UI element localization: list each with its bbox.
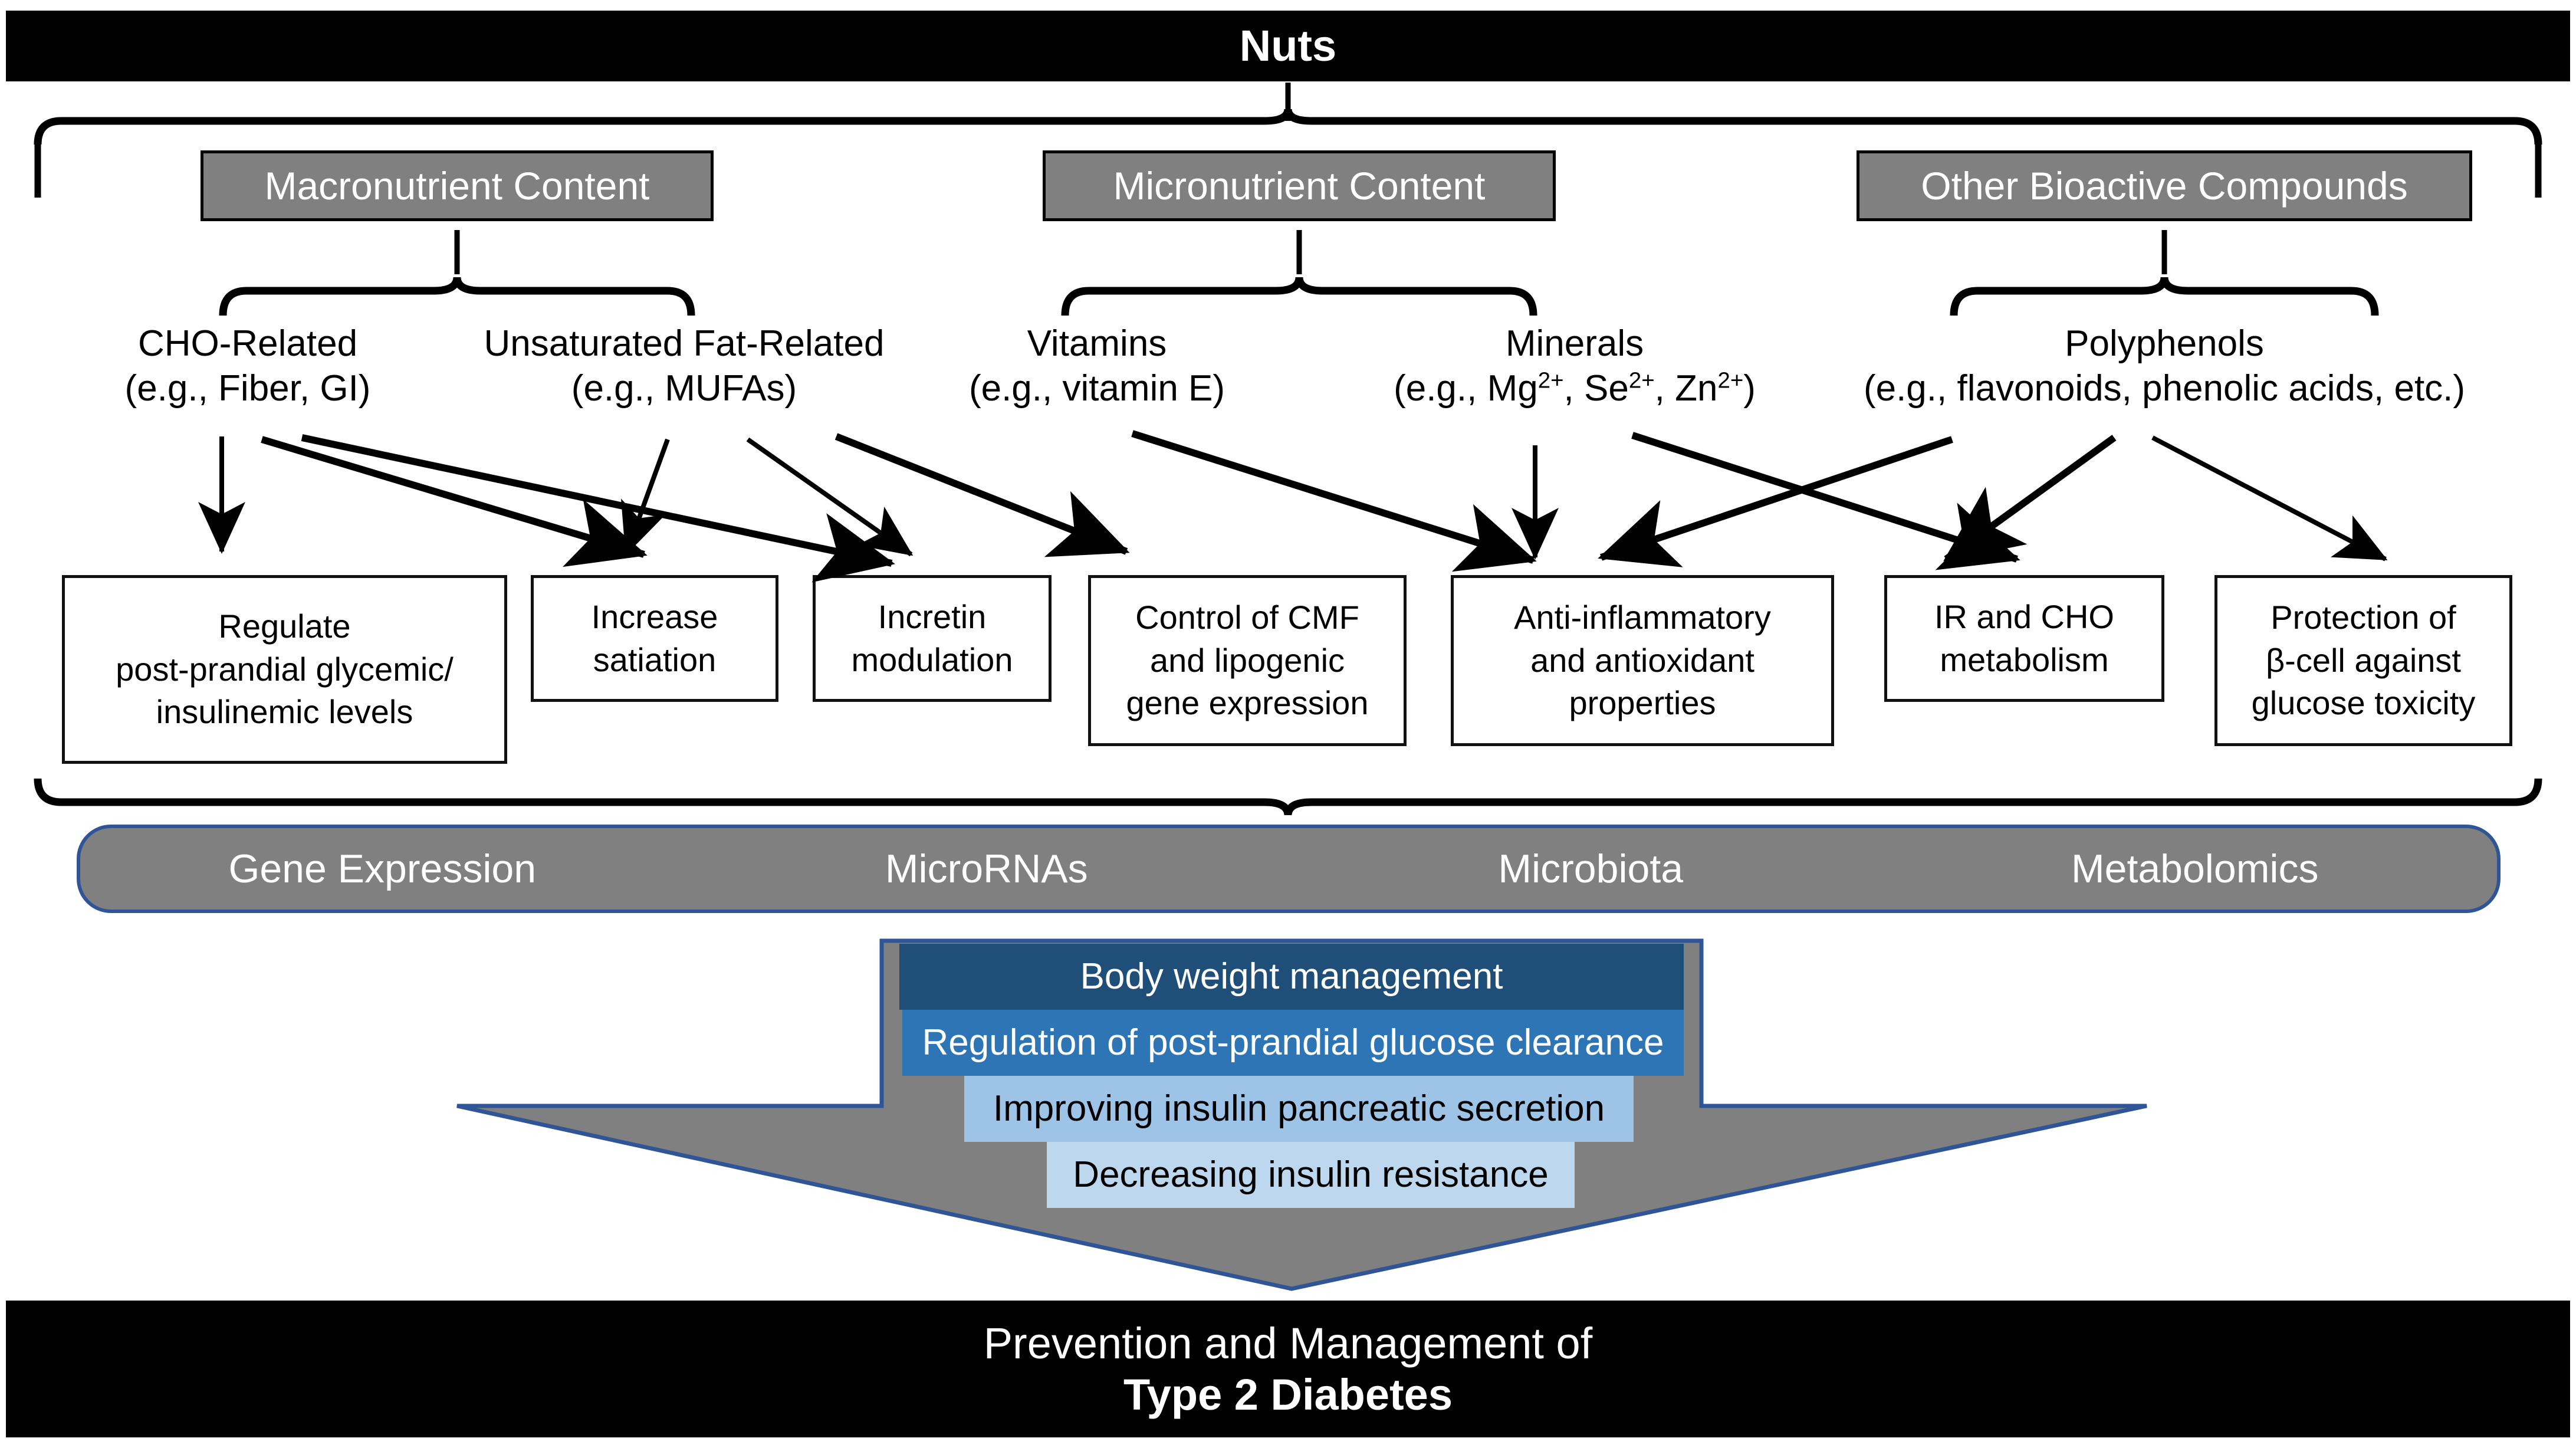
subcategory-cho: CHO-Related (e.g., Fiber, GI) bbox=[41, 321, 454, 411]
arrow-unsatfat-to-cmf bbox=[834, 433, 1130, 557]
brace-bioactive bbox=[1950, 277, 2379, 316]
subcategory-polyphenols-line2: (e.g., flavonoids, phenolic acids, etc.) bbox=[1863, 367, 2466, 409]
omics-item-metabolomics[interactable]: Metabolomics bbox=[1893, 846, 2498, 892]
arrow-cho-to-satiation bbox=[261, 436, 648, 567]
outcome-banner-line1: Prevention and Management of bbox=[983, 1318, 1593, 1368]
subcategory-polyphenols-line1: Polyphenols bbox=[2065, 323, 2264, 364]
arrow-polyphenols-to-betacell bbox=[2151, 435, 2388, 562]
omics-item-gene-expression-label: Gene Expression bbox=[228, 846, 537, 891]
title-banner-label: Nuts bbox=[1239, 21, 1337, 71]
title-banner: Nuts bbox=[6, 11, 2570, 81]
funnel-bar-insulin-secretion-label: Improving insulin pancreatic secretion bbox=[993, 1088, 1605, 1129]
outcome-banner: Prevention and Management of Type 2 Diab… bbox=[6, 1301, 2570, 1437]
omics-item-metabolomics-label: Metabolomics bbox=[2071, 846, 2319, 891]
arrow-cho-to-incretin bbox=[301, 434, 895, 583]
arrow-polyphenols-to-ircho bbox=[1943, 435, 2117, 562]
category-chip-micronutrient-label: Micronutrient Content bbox=[1113, 164, 1486, 208]
omics-item-microbiota-label: Microbiota bbox=[1498, 846, 1684, 891]
category-chip-macronutrient[interactable]: Macronutrient Content bbox=[201, 150, 714, 221]
category-chip-bioactive[interactable]: Other Bioactive Compounds bbox=[1857, 150, 2472, 221]
arrow-unsatfat-to-satiation bbox=[621, 438, 670, 556]
subcategory-vitamins-line2: (e.g., vitamin E) bbox=[968, 367, 1225, 409]
arrow-vitamins-to-antiinflammatory bbox=[1131, 430, 1537, 572]
arrow-unsatfat-to-incretin bbox=[746, 437, 914, 557]
brace-mechanisms-to-omics bbox=[34, 778, 2542, 816]
funnel-bar-insulin-secretion[interactable]: Improving insulin pancreatic secretion bbox=[964, 1076, 1634, 1142]
subcategory-minerals: Minerals (e.g., Mg2+, Se2+, Zn2+) bbox=[1339, 321, 1811, 411]
omics-item-micrornas[interactable]: MicroRNAs bbox=[685, 846, 1289, 892]
omics-item-micrornas-label: MicroRNAs bbox=[885, 846, 1088, 891]
subcategory-minerals-line2: (e.g., Mg2+, Se2+, Zn2+) bbox=[1394, 367, 1756, 409]
category-chip-macronutrient-label: Macronutrient Content bbox=[264, 164, 650, 208]
brace-macronutrient bbox=[219, 277, 695, 316]
arrow-polyphenols-to-antiinflammatory bbox=[1598, 436, 1953, 567]
funnel-bar-insulin-resistance-label: Decreasing insulin resistance bbox=[1073, 1154, 1549, 1195]
subcategory-polyphenols: Polyphenols (e.g., flavonoids, phenolic … bbox=[1763, 321, 2565, 411]
subcategory-cho-line1: CHO-Related bbox=[137, 323, 358, 364]
category-chip-bioactive-label: Other Bioactive Compounds bbox=[1921, 164, 2408, 208]
subcategory-unsaturated-fat: Unsaturated Fat-Related (e.g., MUFAs) bbox=[436, 321, 932, 411]
funnel-bar-insulin-resistance[interactable]: Decreasing insulin resistance bbox=[1047, 1142, 1575, 1208]
funnel-bar-glucose-clearance-label: Regulation of post-prandial glucose clea… bbox=[922, 1022, 1664, 1063]
subcategory-vitamins: Vitamins (e.g., vitamin E) bbox=[908, 321, 1286, 411]
omics-item-gene-expression[interactable]: Gene Expression bbox=[80, 846, 685, 892]
brace-nuts-to-categories bbox=[34, 109, 2542, 145]
category-chip-micronutrient[interactable]: Micronutrient Content bbox=[1043, 150, 1556, 221]
funnel-bar-body-weight-label: Body weight management bbox=[1080, 956, 1503, 997]
subcategory-cho-line2: (e.g., Fiber, GI) bbox=[124, 367, 371, 409]
outcome-banner-line2: Type 2 Diabetes bbox=[1123, 1370, 1453, 1419]
funnel-bar-glucose-clearance[interactable]: Regulation of post-prandial glucose clea… bbox=[902, 1010, 1684, 1076]
subcategory-unsaturated-fat-line2: (e.g., MUFAs) bbox=[571, 367, 797, 409]
brace-micronutrient bbox=[1061, 277, 1537, 316]
funnel-bar-body-weight[interactable]: Body weight management bbox=[899, 944, 1684, 1010]
arrow-minerals-to-ircho bbox=[1631, 432, 2020, 570]
omics-bar: Gene Expression MicroRNAs Microbiota Met… bbox=[77, 825, 2501, 913]
omics-item-microbiota[interactable]: Microbiota bbox=[1289, 846, 1893, 892]
subcategory-vitamins-line1: Vitamins bbox=[1027, 323, 1167, 364]
subcategory-minerals-line1: Minerals bbox=[1505, 323, 1644, 364]
subcategory-unsaturated-fat-line1: Unsaturated Fat-Related bbox=[484, 323, 885, 364]
